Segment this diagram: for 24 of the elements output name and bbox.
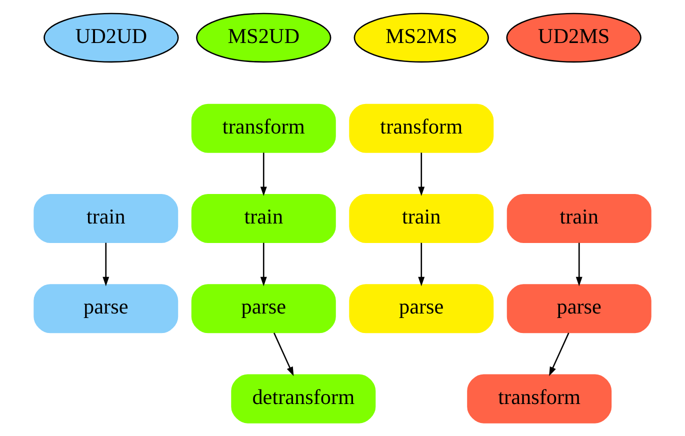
node-ellipse: UD2UD — [44, 12, 179, 63]
node-ellipse: MS2UD — [196, 12, 332, 63]
node-ellipse: UD2MS — [506, 12, 642, 63]
arrow — [260, 242, 267, 286]
node-box: detransform — [231, 374, 376, 424]
node-box: parse — [34, 284, 178, 334]
arrow — [418, 242, 425, 286]
node-box: transform — [191, 104, 336, 153]
node-box: parse — [349, 284, 494, 334]
node-box: train — [349, 194, 494, 244]
arrow — [102, 242, 110, 286]
node-box: train — [34, 194, 178, 244]
arrow — [576, 242, 582, 286]
arrow — [273, 332, 294, 376]
node-box: parse — [506, 284, 652, 334]
node-ellipse: MS2MS — [354, 12, 489, 63]
arrow — [549, 332, 570, 376]
arrow — [418, 152, 425, 196]
node-box: train — [506, 194, 652, 244]
arrow — [260, 152, 267, 196]
node-box: train — [191, 194, 336, 244]
node-box: transform — [349, 104, 494, 153]
node-box: transform — [467, 374, 612, 424]
node-box: parse — [191, 284, 336, 334]
